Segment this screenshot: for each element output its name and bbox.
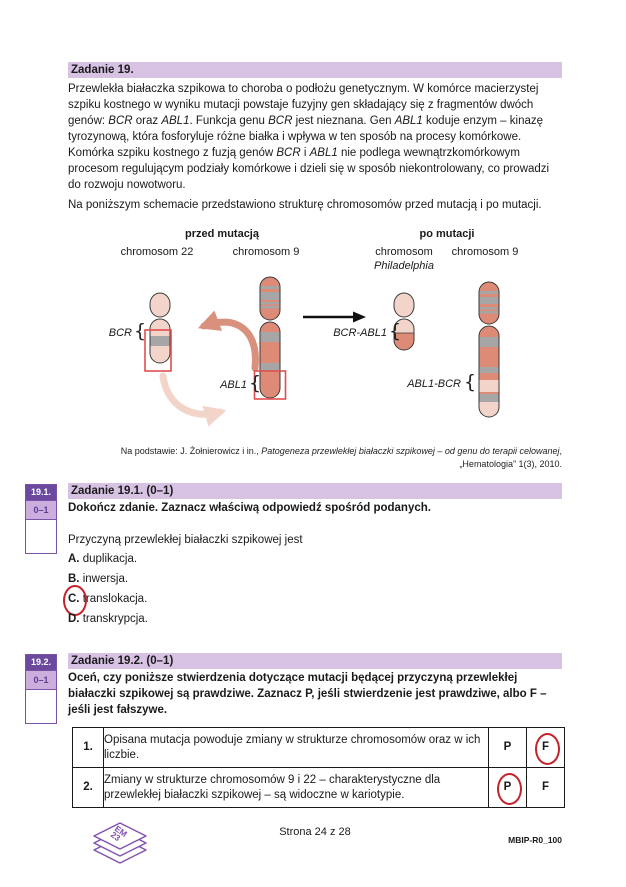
gene-label-bcr-abl1: BCR-ABL1 (333, 327, 387, 339)
task19-1-instruction: Dokończ zdanie. Zaznacz właściwą odpowie… (68, 502, 431, 514)
abl1-bcr-brace: { (464, 371, 477, 393)
option-letter-A: A. (68, 553, 80, 565)
task19-2-score-box: 19.2. 0–1 (25, 654, 57, 724)
task19-1-score-box: 19.1. 0–1 (25, 484, 57, 554)
task19-1-score-label: 19.1. (26, 485, 56, 500)
task19-1-header: Zadanie 19.1. (0–1) (68, 483, 562, 499)
tf-p-1: P (488, 767, 527, 808)
tf-p-0: P (488, 727, 527, 768)
chromosome-diagram (144, 276, 500, 427)
tf-f-1: F (526, 767, 565, 808)
option-D: D. transkrypcja. (68, 612, 368, 627)
page-number: Strona 24 z 28 (279, 826, 351, 838)
bcr-abl1-brace: { (389, 320, 402, 342)
task19-2-score-points: 0–1 (26, 670, 56, 690)
philadelphia-chromosome-label-line2: Philadelphia (374, 260, 434, 272)
exam-sheet-code: MBIP-R0_100 (508, 835, 562, 845)
row-number: 2. (72, 767, 104, 808)
option-A: A. duplikacja. (68, 552, 368, 567)
source-citation: Na podstawie: J. Żołnierowicz i in., Pat… (68, 445, 562, 471)
translocation-arrow-dark (197, 310, 259, 372)
row-statement: Opisana mutacja powoduje zmiany w strukt… (103, 727, 489, 768)
bcr-region-box (144, 329, 172, 372)
task19-paragraph: Przewlekła białaczka szpikowa to choroba… (68, 83, 550, 191)
task19-1-stem: Przyczyną przewlekłej białaczki szpikowe… (68, 534, 303, 546)
task19-2-score-label: 19.2. (26, 655, 56, 670)
option-letter-B: B. (68, 573, 80, 585)
source-citation-line2: „Hematologia” 1(3), 2010. (459, 459, 562, 469)
row-statement: Zmiany w strukturze chromosomów 9 i 22 –… (103, 767, 489, 808)
philadelphia-chromosome (393, 292, 415, 351)
gene-label-abl1: ABL1 (220, 379, 247, 391)
task19-schema-intro: Na poniższym schemacie przedstawiono str… (68, 199, 542, 211)
option-text-A: duplikacja. (82, 553, 138, 565)
option-C: C. translokacja. (63, 585, 368, 616)
option-B: B. inwersja. (68, 572, 368, 587)
diagram-title-after-mutation: po mutacji (419, 228, 475, 240)
task19-1-score-blank (26, 520, 56, 553)
translocation-arrow-light (159, 372, 227, 427)
chromosome-22-label: chromosom 22 (120, 246, 194, 258)
abl1-brace: { (249, 372, 262, 394)
option-text-B: inwersja. (82, 573, 129, 585)
chromosome-9-after (478, 281, 500, 418)
option-letter-D: D. (68, 613, 80, 625)
true-false-table: 1. Opisana mutacja powoduje zmiany w str… (72, 727, 565, 808)
chromosome-9-after-label: chromosom 9 (451, 246, 519, 258)
task19-2-header: Zadanie 19.2. (0–1) (68, 653, 562, 669)
task19-2-score-blank (26, 690, 56, 723)
tf-f-0: F (526, 727, 565, 768)
bcr-brace: { (134, 320, 147, 342)
option-text-D: transkrypcja. (82, 613, 148, 625)
task19-1-score-points: 0–1 (26, 500, 56, 520)
chromosome-9-before (253, 276, 287, 400)
source-citation-line1: Na podstawie: J. Żołnierowicz i in., Pat… (120, 446, 562, 456)
exam-logo: EM 23 (93, 822, 147, 864)
task19-2-instruction: Oceń, czy poniższe stwierdzenia dotycząc… (68, 672, 547, 716)
row-number: 1. (72, 727, 104, 768)
mutation-arrow (303, 311, 366, 323)
table-row: 1. Opisana mutacja powoduje zmiany w str… (72, 727, 565, 768)
chromosome-9-before-label: chromosom 9 (232, 246, 300, 258)
diagram-title-before-mutation: przed mutacją (185, 228, 259, 240)
task19-header: Zadanie 19. (68, 62, 562, 78)
gene-label-bcr: BCR (108, 327, 132, 339)
table-row: 2. Zmiany w strukturze chromosomów 9 i 2… (72, 767, 565, 808)
chromosome-22 (144, 292, 172, 372)
option-text-C: translokacja. (82, 593, 148, 605)
option-letter-C: C. (63, 585, 87, 616)
philadelphia-chromosome-label-line1: chromosom (375, 246, 433, 258)
gene-label-abl1-bcr: ABL1-BCR (407, 378, 461, 390)
abl1-region-box (253, 370, 287, 400)
